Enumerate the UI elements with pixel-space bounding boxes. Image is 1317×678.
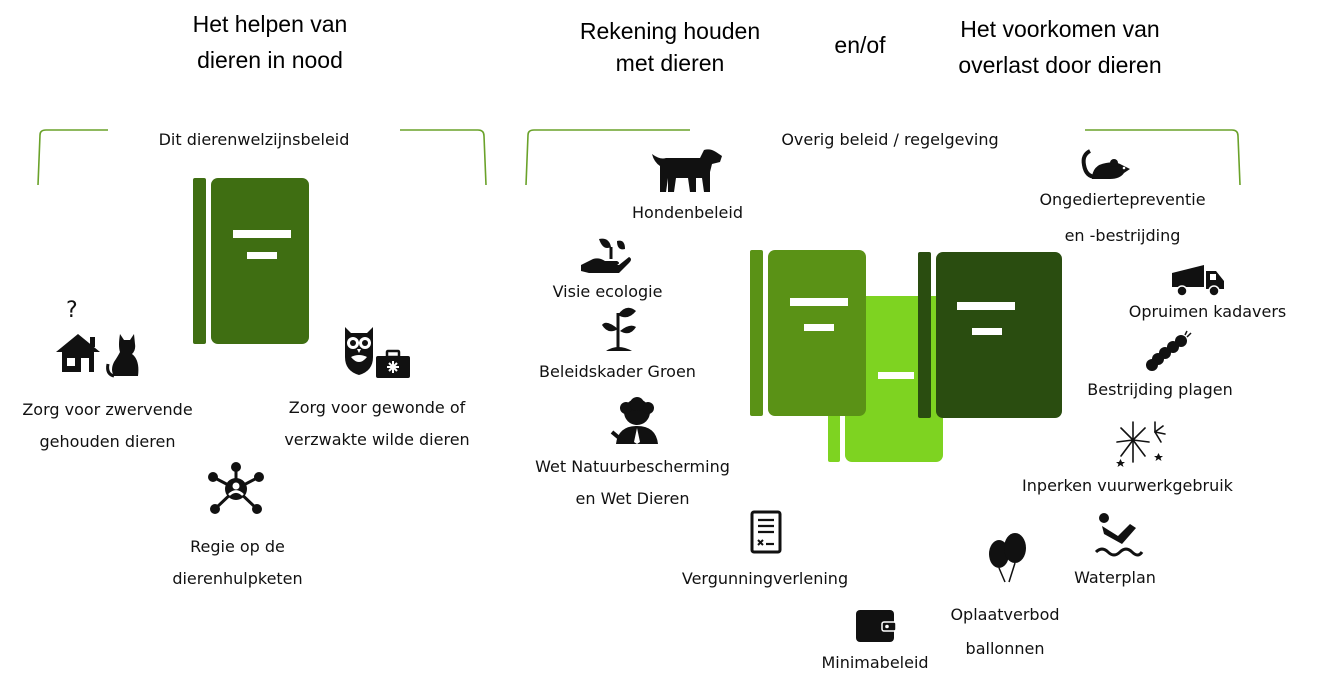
label-waterplan: Waterplan [1074,568,1156,587]
truck-icon [1172,265,1224,297]
book-icon [193,178,309,344]
label-zorg-zwervend: Zorg voor zwervende gehouden dieren [0,395,215,457]
hand-plant-icon [581,238,631,273]
swimmer-icon [1094,513,1144,557]
heading-left-line-2: dieren in nood [197,47,343,73]
label-ongedierte: Ongediertepreventie en -bestrijding [1010,185,1235,251]
network-icon [208,462,264,514]
section-title-right: Overig beleid / regelgeving [781,130,999,149]
label-minimabeleid: Minimabeleid [821,653,929,672]
question-icon: ? [66,298,78,323]
label-wet-natuur: Wet Natuurbescherming en Wet Dieren [500,452,765,514]
label-oplaatverbod: Oplaatverbod ballonnen [930,600,1080,664]
book-stack-icon [750,250,1062,462]
label-zorg-zwervend-line-1: Zorg voor zwervende [22,400,193,419]
heading-left-line-1: Het helpen van [192,11,348,37]
rat-icon [1081,149,1130,179]
label-visie-ecologie: Visie ecologie [552,282,663,301]
label-zorg-wild: Zorg voor gewonde of verzwakte wilde die… [262,393,492,455]
label-oplaatverbod-line-2: ballonnen [965,639,1045,658]
person-icon [610,397,658,444]
label-ongedierte-line-2: en -bestrijding [1064,226,1181,245]
label-ongedierte-line-1: Ongediertepreventie [1039,190,1206,209]
heading-right: Het voorkomen van overlast door dieren [930,13,1190,81]
fireworks-icon [1116,421,1166,467]
label-kadavers: Opruimen kadavers [1128,302,1287,321]
dog-icon [652,149,722,192]
owl-icon [345,327,373,375]
label-vuurwerk: Inperken vuurwerkgebruik [1022,476,1233,495]
label-zorg-wild-line-2: verzwakte wilde dieren [284,430,470,449]
heading-right-line-1: Het voorkomen van [960,16,1160,42]
label-wet-natuur-line-1: Wet Natuurbescherming [535,457,730,476]
label-vergunningverlening: Vergunningverlening [681,569,849,588]
label-beleidskader-groen: Beleidskader Groen [539,362,696,381]
label-oplaatverbod-line-1: Oplaatverbod [950,605,1060,624]
cat-icon [106,334,139,378]
label-regie-line-1: Regie op de [190,537,285,556]
label-regie: Regie op de dierenhulpketen [140,532,335,594]
caterpillar-icon [1146,330,1192,371]
sprout-icon [602,307,636,351]
medical-kit-icon [376,349,410,378]
label-zorg-zwervend-line-2: gehouden dieren [39,432,176,451]
label-zorg-wild-line-1: Zorg voor gewonde of [288,398,466,417]
house-icon [56,334,100,372]
label-plagen: Bestrijding plagen [1087,380,1233,399]
heading-middle-line-2: met dieren [615,50,725,76]
document-icon [750,510,782,554]
wallet-icon [856,610,897,642]
section-title-left: Dit dierenwelzijnsbeleid [158,130,350,149]
heading-connector: en/of [834,32,886,58]
heading-middle-line-1: Rekening houden [579,18,761,44]
bracket-left [37,129,1241,186]
heading-left: Het helpen van dieren in nood [140,8,400,76]
heading-middle: Rekening houden met dieren [550,15,790,79]
label-regie-line-2: dierenhulpketen [172,569,303,588]
label-wet-natuur-line-2: en Wet Dieren [575,489,690,508]
balloons-icon [989,533,1026,583]
label-hondenbeleid: Hondenbeleid [632,203,743,222]
heading-right-line-2: overlast door dieren [958,52,1162,78]
